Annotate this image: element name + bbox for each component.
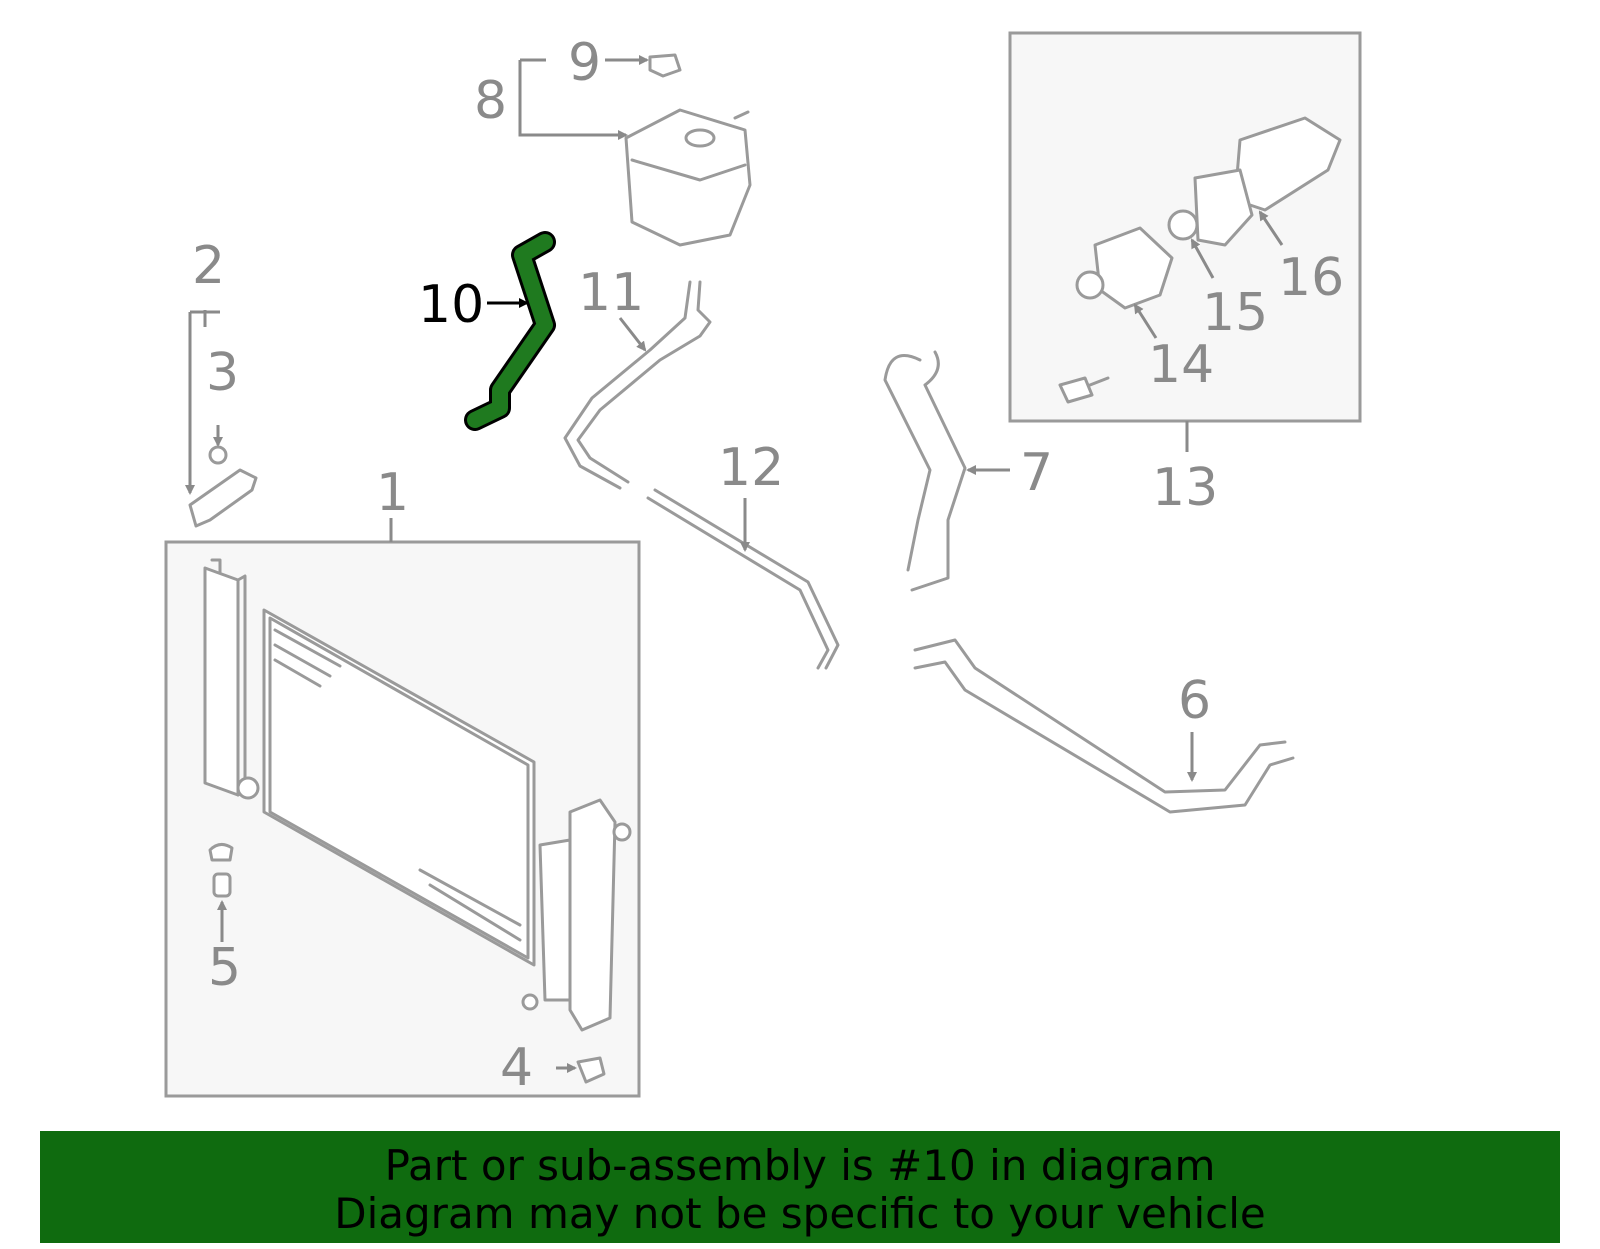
callout-6: 6	[1178, 671, 1211, 731]
hose-part-7	[883, 350, 967, 592]
reservoir-cap-part-9	[648, 53, 682, 78]
hose-10-fill	[467, 234, 553, 428]
banner-line-1: Part or sub-assembly is #10 in diagram	[385, 1141, 1216, 1190]
radiator-right-tank	[521, 798, 632, 1032]
callout-8: 8	[474, 71, 507, 131]
hose-part-11	[563, 280, 712, 490]
callout-11: 11	[578, 263, 644, 323]
reservoir-part-8	[624, 108, 752, 247]
info-banner	[40, 1131, 1560, 1243]
callout-3: 3	[206, 343, 239, 403]
hose-part-6	[913, 638, 1295, 814]
callout-13: 13	[1152, 458, 1218, 518]
callout-15: 15	[1202, 283, 1268, 343]
banner-line-2: Diagram may not be specific to your vehi…	[334, 1189, 1265, 1238]
thermostat-housing-part-16	[1193, 116, 1342, 247]
radiator-left-tank	[203, 558, 260, 800]
hose-part-12	[646, 488, 840, 670]
callout-7: 7	[1020, 443, 1053, 503]
callout-14: 14	[1148, 335, 1214, 395]
callout-5: 5	[208, 938, 241, 998]
callout-2: 2	[192, 236, 225, 296]
callout-1: 1	[376, 463, 409, 523]
radiator-cap-part-4	[576, 1056, 606, 1084]
bolt-part-13	[1058, 376, 1110, 404]
radiator-core	[262, 608, 536, 967]
bracket-part-2	[188, 445, 258, 528]
callout-4: 4	[500, 1038, 533, 1098]
callout-16: 16	[1278, 248, 1344, 308]
drain-plug-part-5	[208, 843, 234, 898]
callout-10: 10	[418, 275, 484, 335]
callout-12: 12	[718, 438, 784, 498]
callout-9: 9	[568, 33, 601, 93]
thermostat-part-15	[1167, 209, 1199, 241]
hose-part-10-highlighted	[464, 231, 556, 431]
water-inlet-part-14	[1075, 226, 1174, 310]
